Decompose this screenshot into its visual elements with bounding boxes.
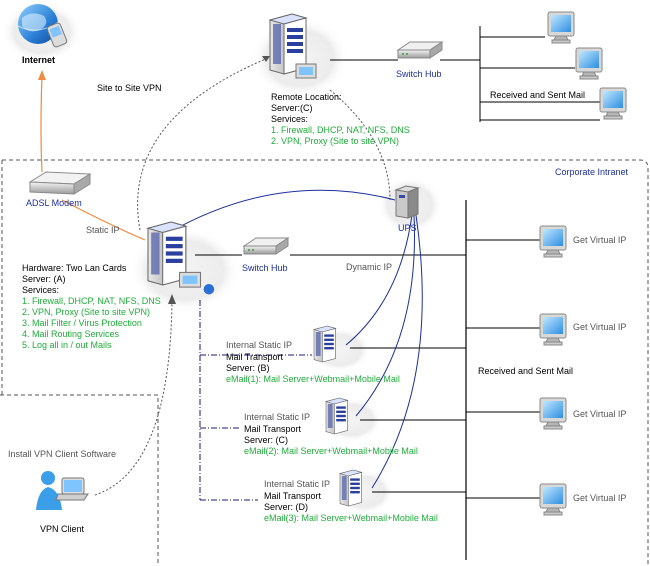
ups-icon [394, 185, 420, 219]
main-server-hardware: Hardware: Two Lan Cards [22, 263, 127, 273]
main-service-3: 3. Mail Filter / Virus Protection [22, 318, 142, 328]
mail-d-server: Server: (D) [264, 502, 308, 512]
mail-server-c-icon [325, 397, 348, 435]
monitor-icon [539, 225, 567, 258]
ups-label: UPS [398, 223, 417, 233]
mail-server-b-icon [313, 325, 336, 363]
internet-label: Internet [22, 55, 55, 65]
adsl-modem-label: ADSL Modem [26, 198, 82, 208]
monitor-icon [539, 483, 567, 516]
virtual-ip-label-4: Get Virtual IP [573, 493, 626, 503]
remote-location-line1: Remote Location: [271, 92, 342, 102]
main-server-icon [147, 221, 215, 295]
main-switch-icon [243, 237, 289, 255]
vpn-client-user-icon [36, 471, 89, 510]
monitor-icon [539, 313, 567, 346]
mail-c-email: eMail(2): Mail Server+Webmail+Mobile Mai… [244, 446, 418, 456]
mail-server-d-icon [339, 469, 362, 507]
remote-location-line3: Services: [271, 114, 308, 124]
remote-location-line2: Server:(C) [271, 103, 313, 113]
main-service-2: 2. VPN, Proxy (Site to site VPN) [22, 307, 150, 317]
install-vpn-client-label: Install VPN Client Software [8, 449, 116, 459]
main-service-4: 4. Mail Routing Services [22, 329, 120, 339]
mail-c-server: Server: (C) [244, 435, 288, 445]
vpn-client-arc [94, 299, 173, 496]
intranet-boundary [2, 159, 649, 566]
main-server-services-heading: Services: [22, 285, 59, 295]
site-to-site-vpn-arc [137, 57, 269, 231]
monitor-icon [599, 87, 627, 120]
mail-b-title: Mail Transport [226, 352, 284, 362]
static-ip-label: Static IP [86, 225, 120, 235]
mail-b-email: eMail(1): Mail Server+Webmail+Mobile Mai… [226, 374, 400, 384]
corporate-intranet-label: Corporate Intranet [555, 167, 629, 177]
main-switch-label: Switch Hub [242, 263, 288, 273]
mail-d-title: Mail Transport [264, 491, 322, 501]
mail-c-ip: Internal Static IP [244, 412, 310, 422]
virtual-ip-label-2: Get Virtual IP [573, 322, 626, 332]
globe-icon [17, 4, 59, 44]
mail-c-title: Mail Transport [244, 424, 302, 434]
received-sent-mail-top: Received and Sent Mail [490, 90, 585, 100]
adsl-modem-icon [28, 171, 92, 195]
virtual-ip-label-1: Get Virtual IP [573, 235, 626, 245]
site-to-site-vpn-label: Site to Site VPN [97, 83, 162, 93]
remote-switch-label: Switch Hub [396, 69, 442, 79]
vpn-client-label: VPN Client [40, 524, 85, 534]
monitor-icon [547, 11, 575, 44]
received-sent-mail-bottom: Received and Sent Mail [478, 366, 573, 376]
remote-service-2: 2. VPN, Proxy (Site to site VPN) [271, 136, 399, 146]
mail-b-server: Server: (B) [226, 363, 270, 373]
internet-link [40, 74, 43, 173]
mail-d-email: eMail(3): Mail Server+Webmail+Mobile Mai… [264, 513, 438, 523]
remote-server-icon [269, 13, 317, 79]
remote-switch-icon [397, 41, 443, 59]
remote-service-1: 1. Firewall, DHCP, NAT, NFS, DNS [271, 125, 410, 135]
main-service-5: 5. Log all in / out Mails [22, 340, 112, 350]
virtual-ip-label-3: Get Virtual IP [573, 409, 626, 419]
monitor-icon [575, 47, 603, 80]
phone-icon [46, 22, 68, 48]
main-server-name: Server: (A) [22, 274, 66, 284]
mail-d-ip: Internal Static IP [264, 479, 330, 489]
main-service-1: 1. Firewall, DHCP, NAT, NFS, DNS [22, 296, 161, 306]
monitor-icon [539, 397, 567, 430]
dynamic-ip-label: Dynamic IP [346, 262, 392, 272]
mail-b-ip: Internal Static IP [226, 340, 292, 350]
